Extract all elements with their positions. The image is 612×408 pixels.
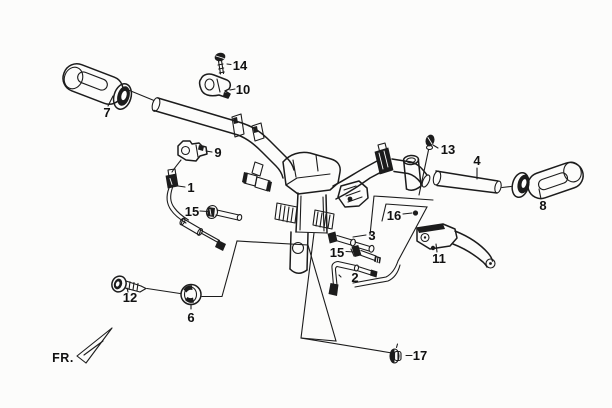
cover-outlines — [201, 195, 434, 354]
screw-14 — [214, 52, 226, 75]
front-marker-label: FR. — [52, 351, 74, 365]
bolt-3 — [327, 231, 375, 253]
part-label-16: 16 — [387, 208, 401, 223]
part-label-10: 10 — [236, 82, 250, 97]
front-arrow-icon — [76, 327, 113, 364]
cable-1 — [165, 159, 226, 251]
screw-12 — [111, 275, 181, 295]
bar-clamps — [231, 113, 265, 142]
part-label-15-left: 15 — [185, 204, 199, 219]
part-10 — [198, 73, 232, 99]
center-clamp — [282, 151, 341, 195]
part-label-6: 6 — [187, 310, 194, 325]
part-label-15-center: 15 — [330, 245, 344, 260]
steering-column — [274, 192, 335, 274]
part-label-17: 17 — [413, 348, 427, 363]
part-label-3: 3 — [368, 228, 375, 243]
right-handle-pipe — [432, 170, 512, 194]
part-label-4: 4 — [473, 153, 481, 168]
cable-guides — [242, 161, 272, 192]
grommet-17 — [389, 343, 402, 364]
left-grip — [62, 63, 155, 110]
part-label-12: 12 — [123, 290, 137, 305]
lever-bracket — [337, 180, 369, 208]
part-label-13: 13 — [441, 142, 455, 157]
bolt-15-center — [350, 245, 381, 264]
part-label-9: 9 — [214, 145, 221, 160]
part-label-2: 2 — [351, 270, 358, 285]
part-label-1: 1 — [187, 180, 194, 195]
callout-labels: 1 2 3 4 6 7 8 9 10 11 12 13 14 15 15 16 … — [103, 58, 546, 363]
rivet-16-dot — [412, 210, 419, 216]
bar-end-post — [402, 154, 422, 191]
bracket-9 — [177, 140, 208, 162]
leader-lines — [107, 63, 542, 357]
pipe-2 — [328, 260, 378, 296]
bolt-15-left — [205, 204, 243, 222]
front-direction-marker: FR. — [52, 327, 113, 365]
part-label-11: 11 — [432, 251, 446, 266]
brake-lever-11 — [416, 223, 496, 269]
part-label-7: 7 — [103, 105, 110, 120]
part-label-8: 8 — [539, 198, 546, 213]
nut-6 — [180, 283, 202, 306]
screw-13 — [418, 134, 435, 196]
part-label-14: 14 — [233, 58, 248, 73]
right-bar-bracket — [374, 142, 394, 175]
handlebar-tube — [151, 97, 431, 200]
right-grip — [511, 161, 584, 200]
